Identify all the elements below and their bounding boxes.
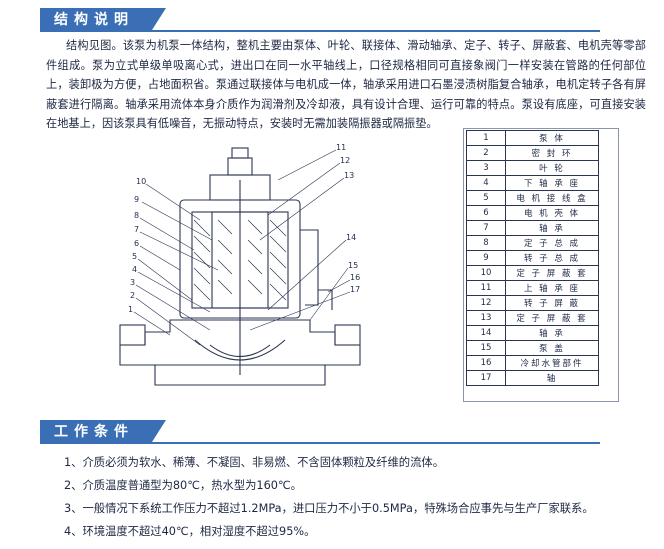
part-number: 15 xyxy=(466,340,506,356)
diagram-label: 6 xyxy=(134,239,139,248)
part-name: 定 子 屏 蔽 套 xyxy=(505,265,599,281)
part-number: 9 xyxy=(466,250,506,266)
part-name: 密 封 环 xyxy=(505,145,599,161)
part-number: 7 xyxy=(466,220,506,236)
condition-item: 2、介质温度普通型为80℃，热水型为160℃。 xyxy=(64,479,302,492)
part-name: 定 子 屏 蔽 套 xyxy=(505,310,599,326)
part-number: 16 xyxy=(466,355,506,371)
part-number: 11 xyxy=(466,280,506,296)
part-number: 14 xyxy=(466,325,506,341)
part-number: 6 xyxy=(466,205,506,221)
diagram-label: 12 xyxy=(340,156,350,165)
part-number: 13 xyxy=(466,310,506,326)
part-number: 8 xyxy=(466,235,506,251)
diagram-label: 13 xyxy=(344,171,354,180)
diagram-label: 9 xyxy=(134,195,139,204)
part-name: 电 机 壳 体 xyxy=(505,205,599,221)
part-name: 电 机 接 线 盒 xyxy=(505,190,599,206)
structure-header: 结构说明 xyxy=(40,8,600,32)
part-name: 下 轴 承 座 xyxy=(505,175,599,191)
part-number: 10 xyxy=(466,265,506,281)
part-name: 轴 承 xyxy=(505,220,599,236)
diagram-label: 15 xyxy=(348,261,358,270)
part-name: 叶 轮 xyxy=(505,160,599,176)
part-name: 泵 盖 xyxy=(505,340,599,356)
part-number: 5 xyxy=(466,190,506,206)
part-name: 上 轴 承 座 xyxy=(505,280,599,296)
diagram-label: 3 xyxy=(130,278,135,287)
conditions-divider xyxy=(40,442,600,444)
part-name: 冷却水管部件 xyxy=(505,355,599,371)
diagram-label: 14 xyxy=(346,233,356,242)
conditions-header: 工作条件 xyxy=(40,420,600,444)
diagram-label: 16 xyxy=(350,273,360,282)
diagram-label: 2 xyxy=(130,291,135,300)
condition-item: 4、环境温度不超过40℃，相对湿度不超过95%。 xyxy=(64,525,316,538)
condition-item: 1、介质必须为软水、稀薄、不凝固、非易燃、不含固体颗粒及纤维的流体。 xyxy=(64,456,444,469)
diagram-label: 5 xyxy=(132,252,137,261)
diagram-label: 4 xyxy=(132,265,137,274)
part-name: 泵 体 xyxy=(505,130,599,146)
part-number: 4 xyxy=(466,175,506,191)
diagram-label: 10 xyxy=(136,177,146,186)
part-name: 转 子 总 成 xyxy=(505,250,599,266)
conditions-title: 工作条件 xyxy=(40,420,166,442)
part-number: 12 xyxy=(466,295,506,311)
part-number: 2 xyxy=(466,145,506,161)
diagram-label: 1 xyxy=(128,305,133,314)
part-number: 3 xyxy=(466,160,506,176)
structure-divider xyxy=(40,30,600,32)
diagram-label: 7 xyxy=(134,225,139,234)
structure-paragraph: 结构见图。该泵为机泵一体结构，整机主要由泵体、叶轮、联接体、滑动轴承、定子、转子… xyxy=(46,39,646,130)
condition-item: 3、一般情况下系统工作压力不超过1.2MPa，进口压力不小于0.5MPa，特殊场… xyxy=(64,502,594,515)
diagram-label: 17 xyxy=(350,285,360,294)
part-name: 定 子 总 成 xyxy=(505,235,599,251)
part-name: 轴 承 xyxy=(505,325,599,341)
part-name: 轴 xyxy=(505,370,599,386)
structure-title: 结构说明 xyxy=(40,8,166,30)
part-number: 1 xyxy=(466,130,506,146)
part-number: 17 xyxy=(466,370,506,386)
diagram-label: 11 xyxy=(336,143,346,152)
part-name: 转 子 屏 蔽 xyxy=(505,295,599,311)
parts-table-frame xyxy=(463,128,619,402)
diagram-label: 8 xyxy=(134,211,139,220)
pump-cross-section-diagram: 10 9 8 7 6 5 4 3 2 1 11 12 13 14 15 16 1… xyxy=(119,143,361,386)
